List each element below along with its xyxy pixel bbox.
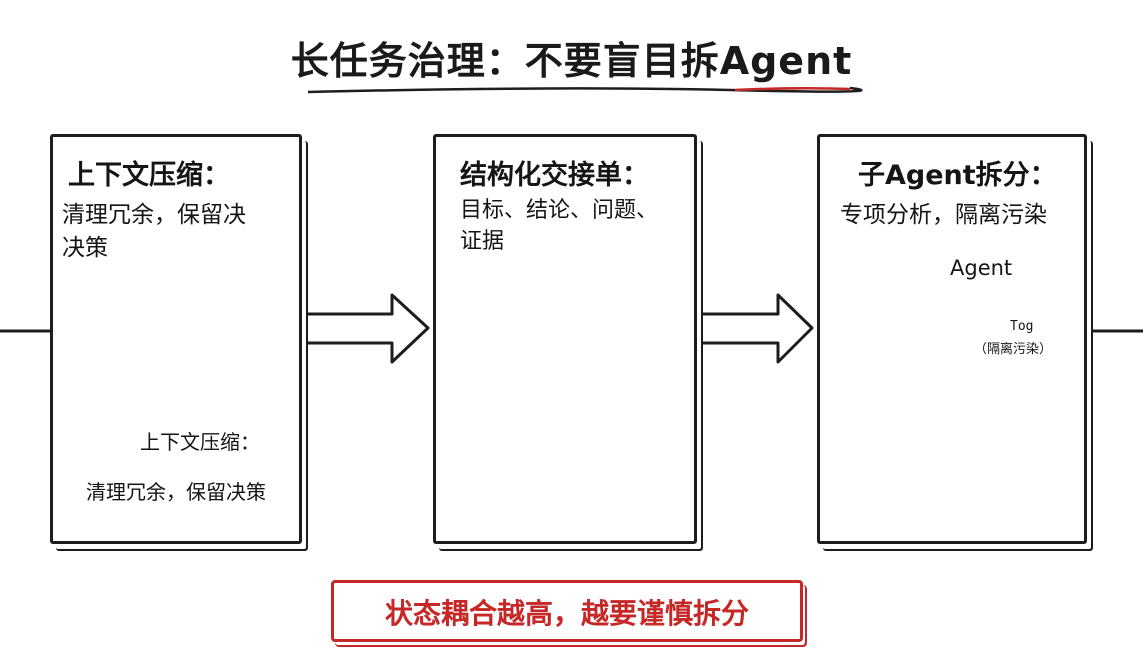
panel-context-compression	[50, 134, 302, 544]
arrow-2-icon	[691, 293, 814, 364]
agent-bubble-label: Agent	[950, 256, 1013, 280]
panel-1-bottom-label-2: 清理冗余，保留决策	[86, 480, 266, 504]
panel-2-title: 结构化交接单：	[460, 160, 649, 191]
title-underline-accent	[734, 86, 851, 92]
panel-1-bottom-label-1: 上下文压缩：	[140, 430, 260, 454]
panel-sub-agent-split	[817, 134, 1087, 544]
panel-3-subtitle: 专项分析，隔离污染	[840, 202, 1047, 228]
panel-2-subtitle-line-2: 证据	[460, 229, 505, 254]
title-underline	[307, 86, 863, 94]
panel-1-subtitle-line-2: 决策	[62, 235, 108, 261]
page-title: 长任务治理：不要盲目拆Agent	[290, 39, 853, 83]
panel-1-subtitle-line-1: 清理冗余，保留决	[62, 202, 246, 228]
tag-label: Tog	[1010, 319, 1034, 334]
footer-text: 状态耦合越高，越要谨慎拆分	[384, 597, 749, 630]
panel-structured-handoff	[433, 134, 697, 544]
panel-2-subtitle-line-1: 目标、结论、问题、	[460, 198, 659, 223]
tag-sublabel: （隔离污染）	[974, 342, 1053, 357]
arrow-1-icon	[298, 293, 430, 364]
footer-callout: 状态耦合越高，越要谨慎拆分	[331, 580, 803, 642]
panel-3-title: 子Agent拆分：	[858, 160, 1057, 191]
panel-1-title: 上下文压缩：	[68, 160, 230, 191]
